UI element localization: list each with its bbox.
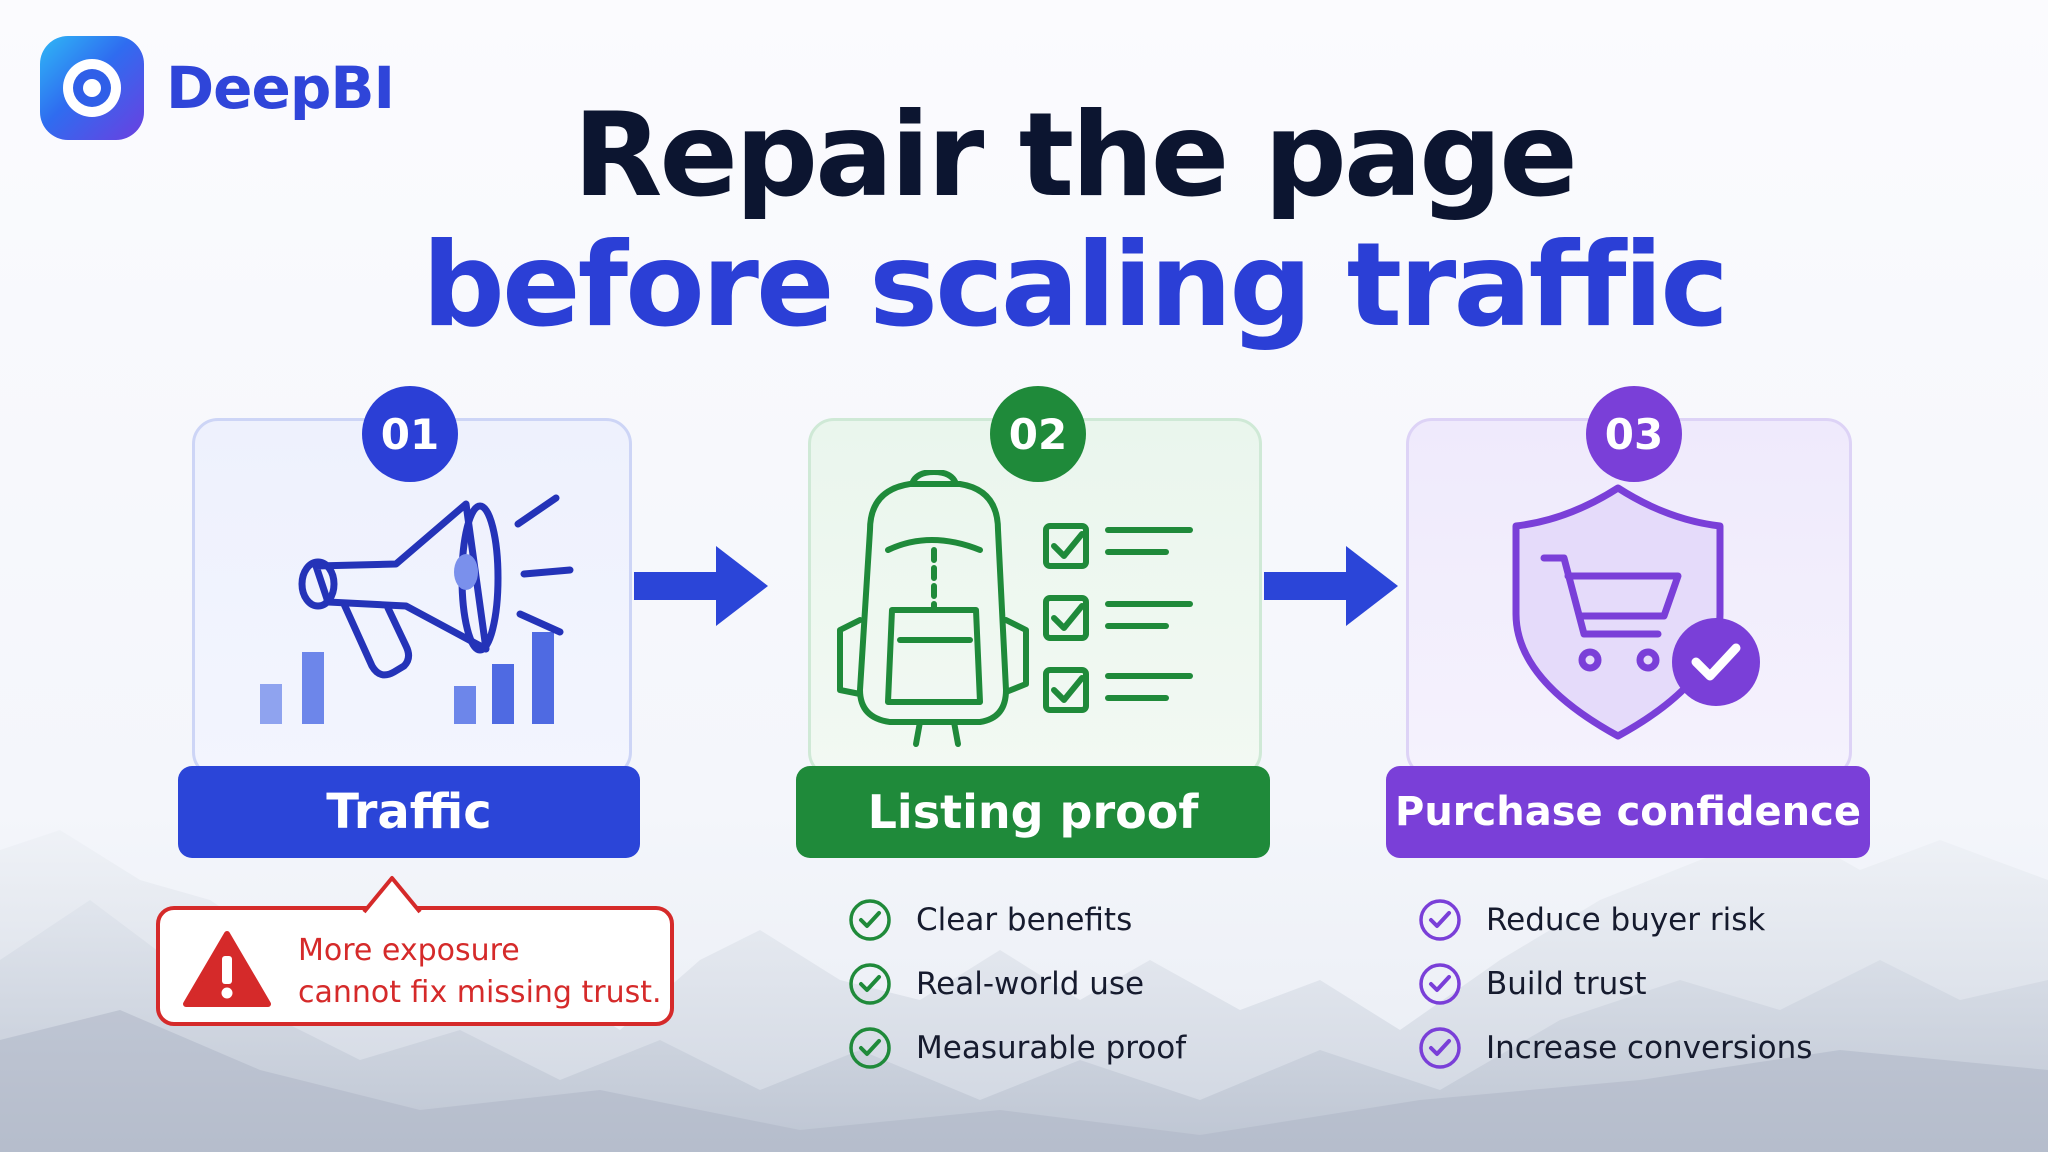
right-arrow-icon [634, 546, 768, 626]
list-item-text: Increase conversions [1486, 1030, 1813, 1066]
listing-proof-benefits-list: Clear benefits Real-world use Measurable… [848, 888, 1186, 1080]
list-item-text: Clear benefits [916, 902, 1133, 938]
green-check-circle-icon [849, 963, 891, 1005]
list-item: Build trust [1418, 952, 1812, 1016]
list-item: Measurable proof [848, 1016, 1186, 1080]
list-item-text: Build trust [1486, 966, 1647, 1002]
warning-callout: More exposure cannot fix missing trust. [156, 906, 674, 1026]
brand-logo[interactable]: DeepBI [40, 36, 395, 140]
step-label-listing-proof: Listing proof [796, 766, 1270, 858]
brand-name: DeepBI [166, 54, 395, 122]
list-item-text: Measurable proof [916, 1030, 1187, 1066]
warning-line2: cannot fix missing trust. [298, 975, 662, 1010]
eye-ring-logo-icon [40, 36, 144, 140]
step-label-traffic: Traffic [178, 766, 640, 858]
list-item-text: Real-world use [916, 966, 1145, 1002]
purple-check-circle-icon [1419, 899, 1461, 941]
list-item: Reduce buyer risk [1418, 888, 1812, 952]
list-item: Real-world use [848, 952, 1186, 1016]
backpack-checklist-icon [830, 469, 1230, 754]
green-check-circle-icon [849, 1027, 891, 1069]
step-number-01: 01 [362, 386, 458, 482]
list-item-text: Reduce buyer risk [1486, 902, 1766, 938]
megaphone-bar-chart-icon [256, 484, 586, 738]
green-check-circle-icon [849, 899, 891, 941]
step-number-03: 03 [1586, 386, 1682, 482]
shield-cart-check-icon [1508, 484, 1768, 748]
right-arrow-icon [1264, 546, 1398, 626]
list-item: Increase conversions [1418, 1016, 1812, 1080]
step-number-02: 02 [990, 386, 1086, 482]
warning-line1: More exposure [298, 933, 520, 968]
step-label-purchase-confidence: Purchase confidence [1386, 766, 1870, 858]
warning-callout-pointer [362, 876, 422, 914]
purchase-confidence-benefits-list: Reduce buyer risk Build trust Increase c… [1418, 888, 1812, 1080]
page-title-line2: before scaling traffic [421, 218, 1729, 353]
purple-check-circle-icon [1419, 1027, 1461, 1069]
warning-triangle-icon [183, 931, 271, 1007]
page-title-line1: Repair the page [573, 88, 1578, 223]
list-item: Clear benefits [848, 888, 1186, 952]
purple-check-circle-icon [1419, 963, 1461, 1005]
